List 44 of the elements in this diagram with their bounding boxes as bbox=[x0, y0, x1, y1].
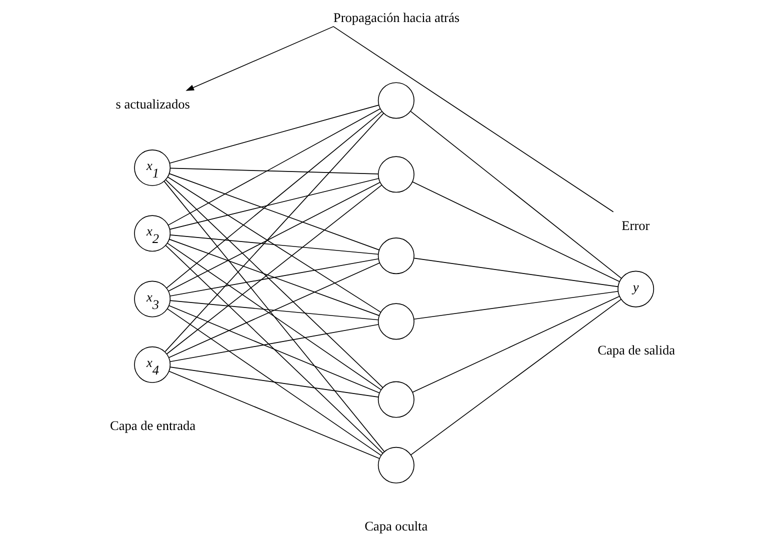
node-circle bbox=[377, 381, 414, 418]
node-circle bbox=[377, 82, 414, 119]
connector bbox=[413, 258, 618, 288]
connector bbox=[413, 290, 618, 320]
connector bbox=[169, 258, 378, 296]
connector bbox=[168, 182, 380, 292]
label: Capa de salida bbox=[597, 342, 675, 358]
connector bbox=[169, 324, 378, 362]
connector bbox=[169, 366, 378, 398]
node-circle bbox=[377, 446, 414, 484]
edge-label: Propagación hacia atrás bbox=[332, 10, 460, 26]
connector bbox=[412, 182, 620, 282]
node-circle: y bbox=[617, 270, 654, 308]
connector bbox=[163, 180, 384, 452]
connector bbox=[168, 104, 379, 164]
connector bbox=[166, 308, 381, 456]
connector bbox=[168, 238, 380, 316]
connector bbox=[169, 234, 378, 255]
connector bbox=[168, 173, 380, 250]
label: Capa de entrada bbox=[109, 418, 196, 434]
label: Capa oculta bbox=[364, 518, 428, 534]
connector bbox=[164, 112, 384, 352]
node-circle bbox=[377, 238, 414, 274]
connector bbox=[166, 242, 381, 390]
connector bbox=[168, 370, 380, 459]
connector bbox=[166, 184, 382, 354]
connector bbox=[167, 108, 380, 226]
connector bbox=[169, 168, 378, 174]
node-circle bbox=[377, 156, 414, 193]
arrow bbox=[185, 26, 614, 212]
connector bbox=[168, 178, 378, 230]
node-text: s actualizados bbox=[115, 96, 190, 112]
connector bbox=[166, 110, 382, 288]
connector bbox=[410, 298, 622, 456]
connector bbox=[168, 305, 380, 394]
node-text: Error bbox=[621, 218, 650, 233]
node-circle bbox=[377, 303, 414, 340]
connector bbox=[164, 245, 383, 454]
connector bbox=[412, 296, 620, 393]
connector bbox=[169, 300, 378, 320]
connector bbox=[167, 176, 381, 313]
connector bbox=[168, 262, 380, 358]
connector bbox=[410, 111, 622, 279]
connector bbox=[164, 179, 383, 388]
